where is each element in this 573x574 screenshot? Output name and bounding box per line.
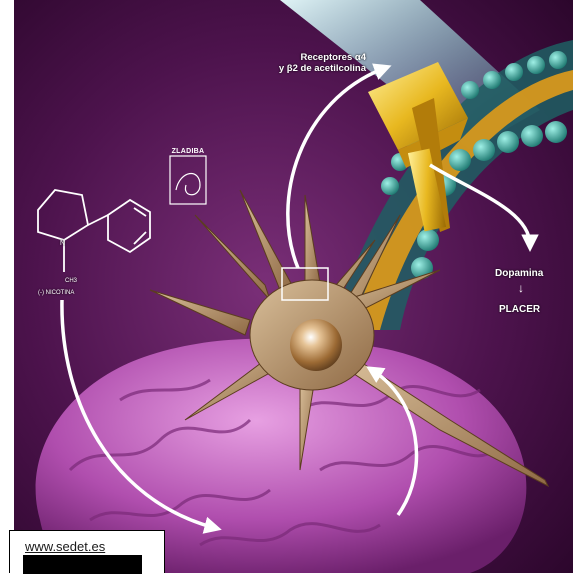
receptor-label-line1: Receptores α4	[196, 52, 366, 63]
divider	[164, 556, 165, 573]
placer-label: PLACER	[499, 304, 540, 315]
logo-text: ZLADIBA	[168, 148, 208, 155]
website-link[interactable]: www.sedet.es	[25, 539, 105, 554]
dopamina-label: Dopamina	[495, 268, 543, 279]
down-arrow-icon: ↓	[518, 281, 524, 295]
url-box: www.sedet.es	[9, 530, 165, 573]
nitrogen-label: N	[60, 240, 65, 247]
neuron-nucleus	[290, 319, 342, 371]
nicotina-label: (-) NICOTINA	[38, 290, 74, 296]
logo: ZLADIBA	[168, 148, 208, 206]
url-bar	[23, 555, 142, 574]
methyl-label: CH3	[65, 278, 77, 284]
receptor-label: Receptores α4 y β2 de acetilcolina	[196, 52, 366, 74]
receptor-label-line2: y β2 de acetilcolina	[196, 63, 366, 74]
